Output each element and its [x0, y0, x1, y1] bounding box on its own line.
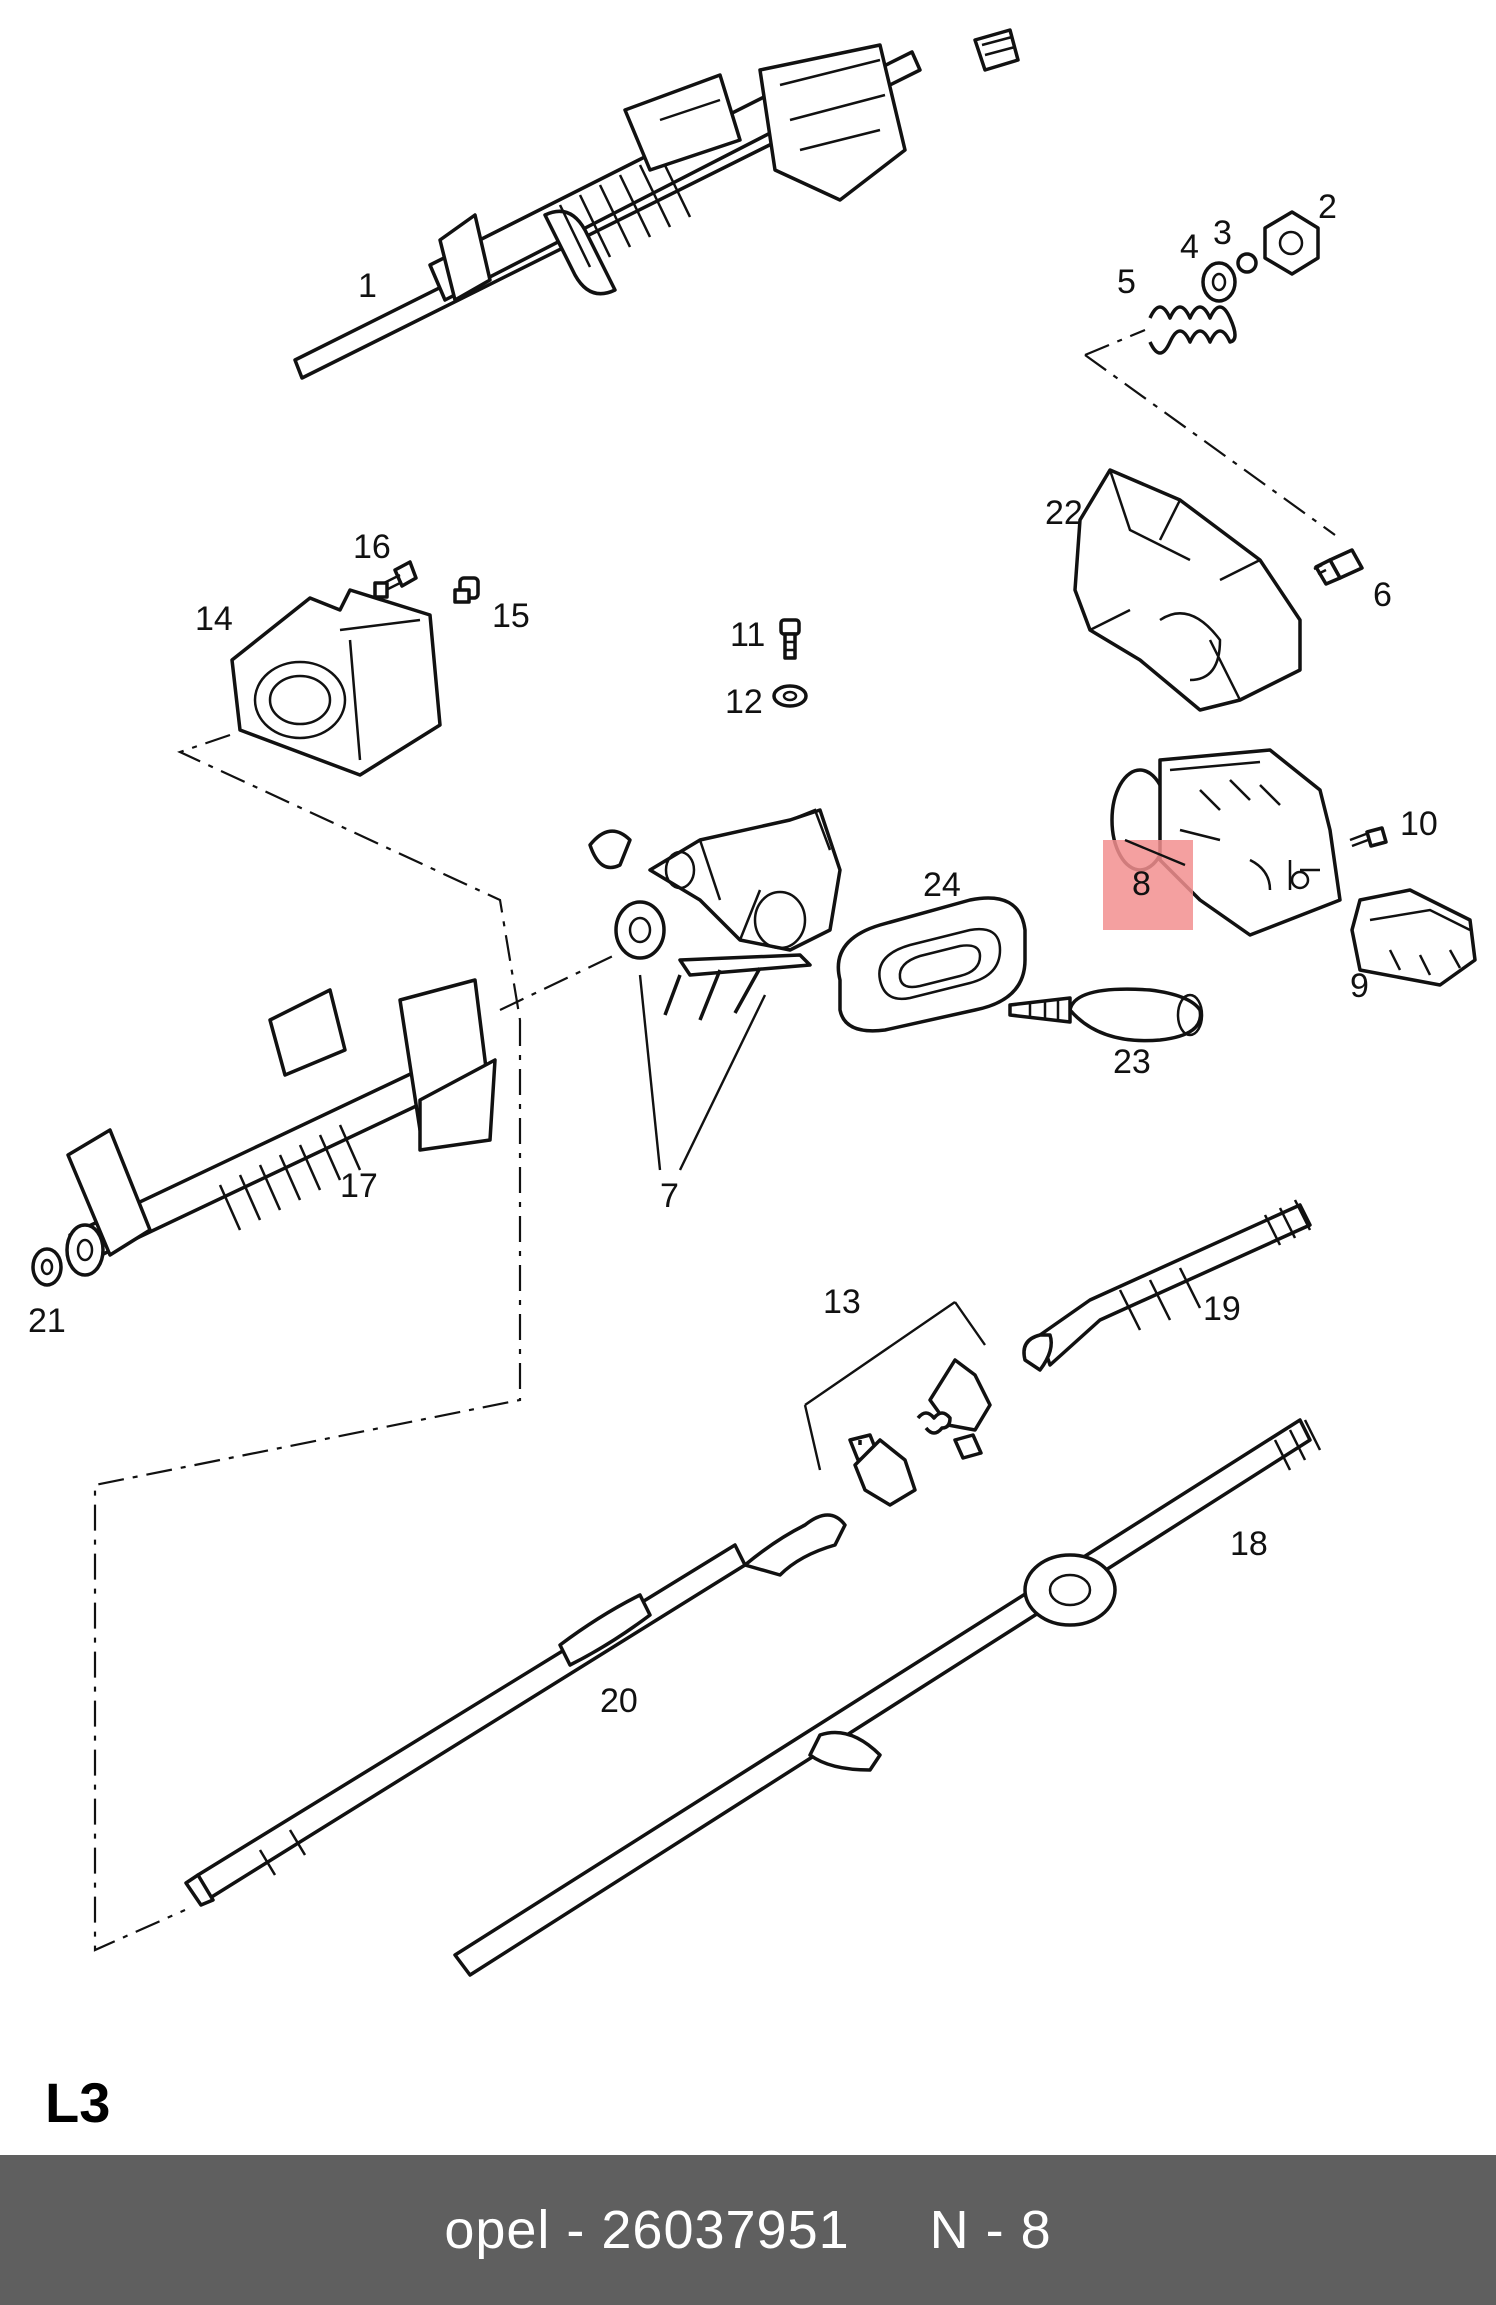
- callout-23: 23: [1113, 1043, 1151, 1081]
- callout-19: 19: [1203, 1290, 1241, 1328]
- part-15-screw[interactable]: [453, 576, 480, 604]
- part-23-lock-cylinder[interactable]: [1008, 987, 1204, 1043]
- callout-10: 10: [1400, 805, 1438, 843]
- part-4-washer[interactable]: [1201, 261, 1237, 303]
- callout-1: 1: [358, 267, 377, 305]
- footer-bar: opel - 26037951 N - 8: [0, 2155, 1496, 2305]
- callout-11: 11: [730, 616, 765, 654]
- callout-13: 13: [823, 1283, 861, 1321]
- parts-diagram: 1 2 3 4 5 6 7 8 9 10 11 12 13 14 15 16 1…: [28, 28, 1477, 1977]
- callout-labels: 1 2 3 4 5 6 7 8 9 10 11 12 13 14 15 16 1…: [28, 188, 1438, 1720]
- leader-dash-21-20: [93, 1020, 522, 1952]
- part-7-lock-housing[interactable]: [588, 808, 842, 1021]
- leader-7b: [678, 994, 767, 1171]
- callout-18: 18: [1230, 1525, 1268, 1563]
- callout-4: 4: [1180, 228, 1199, 266]
- callout-9: 9: [1350, 967, 1369, 1005]
- callout-16: 16: [353, 528, 391, 566]
- callout-14: 14: [195, 600, 233, 638]
- part-6-screw[interactable]: [1313, 548, 1364, 586]
- leader-8: [1124, 838, 1186, 867]
- part-5-spring[interactable]: [1148, 305, 1237, 355]
- callout-7: 7: [660, 1177, 679, 1215]
- callout-5: 5: [1117, 263, 1136, 301]
- part-2-nut[interactable]: [1263, 210, 1320, 276]
- callout-8: 8: [1132, 865, 1151, 903]
- part-18-lower-shaft[interactable]: [453, 1418, 1322, 1977]
- callout-6: 6: [1373, 576, 1392, 614]
- part-10-screw[interactable]: [1349, 826, 1388, 848]
- part-9-connector[interactable]: [1350, 888, 1477, 987]
- part-11-bolt[interactable]: [779, 618, 801, 660]
- part-12-washer[interactable]: [772, 684, 808, 708]
- callout-12: 12: [725, 683, 763, 721]
- part-1-steering-column[interactable]: [293, 28, 1020, 380]
- part-16-screw[interactable]: [373, 560, 418, 599]
- callout-2: 2: [1318, 188, 1337, 226]
- leader-dash-14: [177, 733, 522, 1021]
- callout-24: 24: [923, 866, 961, 904]
- part-14-lower-shroud[interactable]: [230, 588, 442, 777]
- callout-20: 20: [600, 1682, 638, 1720]
- part-17-lower-column[interactable]: [65, 978, 497, 1277]
- leader-dash-5-22: [1084, 354, 1336, 536]
- part-13-joint-kit[interactable]: [848, 1358, 992, 1507]
- part-3-washer[interactable]: [1236, 252, 1258, 274]
- leader-13: [803, 1301, 986, 1471]
- callout-21: 21: [28, 1302, 66, 1340]
- leader-dash-2-5: [1084, 328, 1146, 357]
- callout-22: 22: [1045, 494, 1083, 532]
- part-22-upper-shroud[interactable]: [1073, 468, 1302, 712]
- page-label: L3: [45, 2071, 111, 2134]
- leader-7a: [638, 974, 662, 1171]
- callout-15: 15: [492, 597, 530, 635]
- part-20-intermediate-shaft[interactable]: [184, 1513, 847, 1907]
- part-21-washer[interactable]: [31, 1247, 63, 1287]
- callout-17: 17: [340, 1167, 378, 1205]
- part-19-upper-shaft[interactable]: [1022, 1199, 1312, 1372]
- footer-position: N - 8: [929, 2200, 1052, 2260]
- footer-brand-part-number: opel - 26037951: [444, 2200, 850, 2260]
- highlight-box-8: [1103, 840, 1193, 930]
- callout-3: 3: [1213, 214, 1232, 252]
- leader-dash-7: [499, 954, 616, 1011]
- part-24-gasket[interactable]: [836, 896, 1027, 1033]
